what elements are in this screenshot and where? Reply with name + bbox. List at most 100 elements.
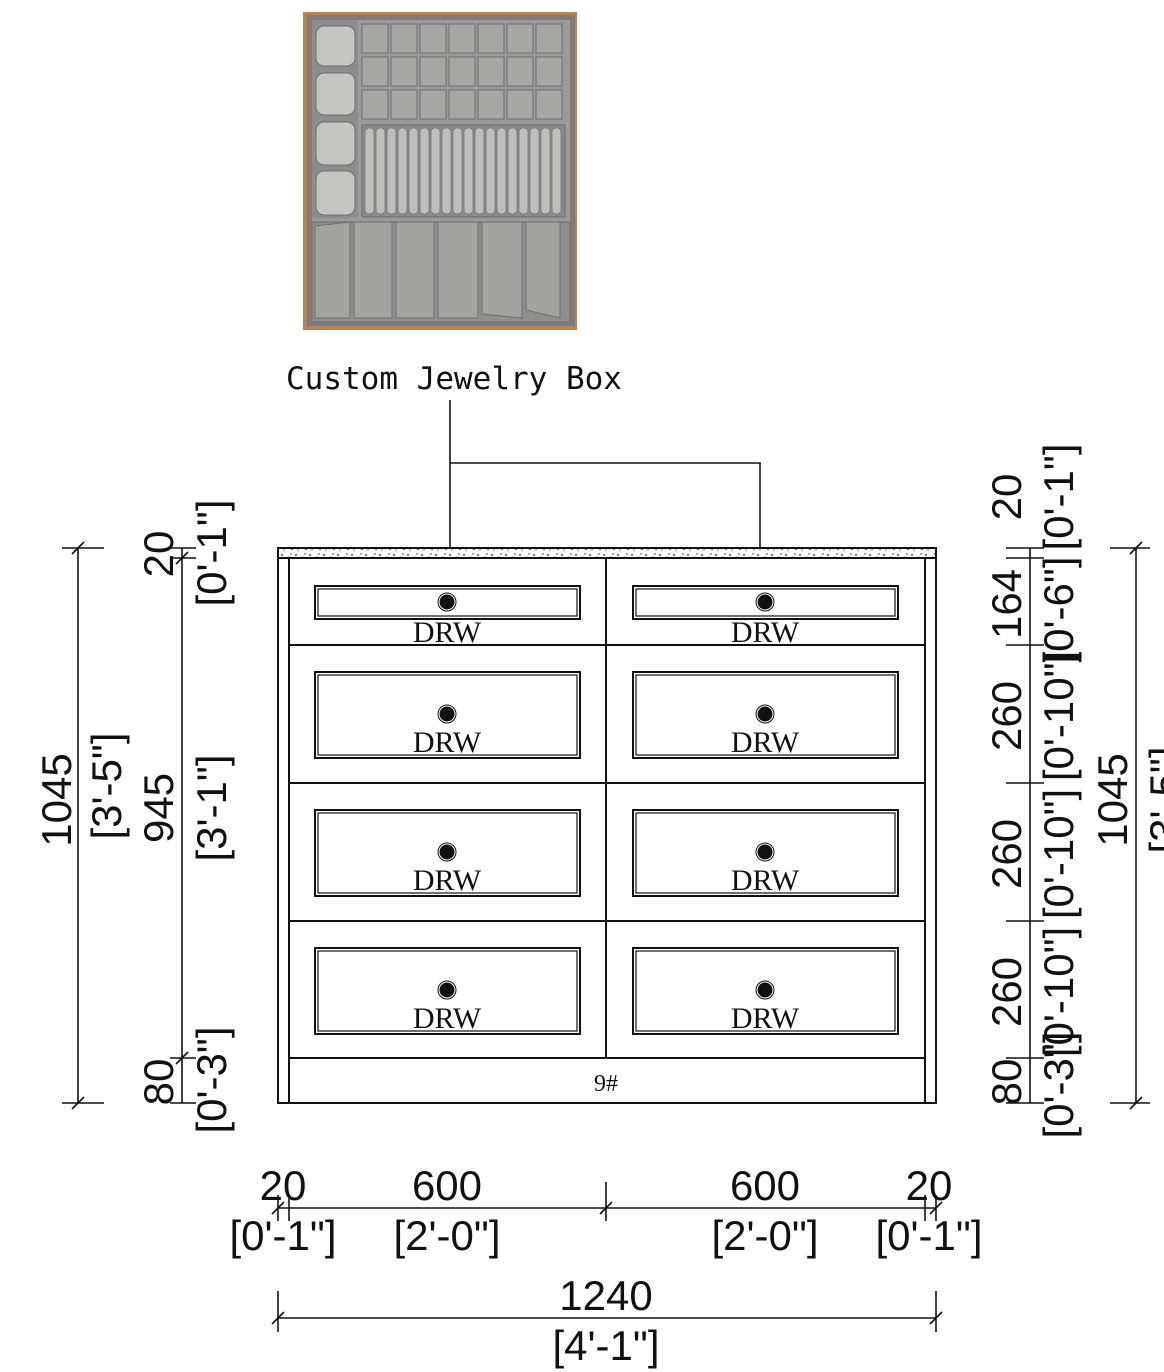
dim-left-bay-mm: 600: [412, 1162, 482, 1209]
dim-right-overall-ft: [3'-5"]: [1141, 747, 1164, 854]
photo-ring-roll: [452, 127, 463, 215]
drawer-knob-ring: [437, 980, 457, 1000]
dim-right-drawer3-ft: [0'-10"]: [1035, 789, 1082, 919]
photo-compartment: [390, 56, 418, 87]
bottom-dimension-text: 20 [0'-1"] 600 [2'-0"] 600 [2'-0"] 20 [0…: [230, 1162, 983, 1369]
dim-left-base-ft: [0'-3"]: [188, 1027, 235, 1134]
dim-overall-width-mm: 1240: [559, 1272, 652, 1319]
dim-left-top-mm: 20: [135, 531, 182, 578]
dim-right-base-ft: [0'-3"]: [1035, 1032, 1082, 1139]
photo-compartment: [419, 89, 447, 120]
dim-left-overall-ft: [3'-5"]: [83, 733, 130, 840]
drawer-panel: [317, 812, 578, 894]
dim-right-overall-mm: 1045: [1089, 753, 1136, 846]
drawer-knob: [757, 594, 773, 610]
drawer-label: DRW: [731, 726, 800, 759]
photo-compartment: [535, 56, 563, 87]
photo-compartment: [448, 89, 476, 120]
drawer-knob: [439, 706, 455, 722]
left-dimension-text: 1045 [3'-5"] 20 [0'-1"] 945 [3'-1"] 80 […: [33, 500, 235, 1134]
photo-compartment: [419, 56, 447, 87]
jewelry-box-photo: [303, 12, 577, 330]
dim-left-top-ft: [0'-1"]: [188, 500, 235, 607]
dim-overall-width-ft: [4'-1"]: [553, 1322, 660, 1369]
drawer-panel: [635, 812, 896, 894]
dim-right-bay-ft: [2'-0"]: [712, 1212, 819, 1259]
left-dimension-lines: [62, 541, 196, 1110]
photo-ring-roll: [496, 127, 507, 215]
kick-label: 9#: [594, 1071, 618, 1097]
photo-ring-roll: [463, 127, 474, 215]
photo-compartment: [361, 56, 389, 87]
dim-right-base-mm: 80: [983, 1059, 1030, 1106]
photo-compartment: [448, 23, 476, 54]
photo-ring-roll: [529, 127, 540, 215]
photo-ring-roll: [375, 127, 386, 215]
dim-right-drawer4-ft: [0'-10"]: [1035, 927, 1082, 1057]
drawer-panel: [317, 674, 578, 756]
callout-label: Custom Jewelry Box: [286, 361, 622, 397]
photo-compartment: [506, 23, 534, 54]
photo-compartment: [361, 23, 389, 54]
drawer-knob: [757, 982, 773, 998]
dim-right-drawer1-mm: 164: [983, 569, 1030, 639]
drawer-knob: [757, 706, 773, 722]
photo-compartment: [361, 89, 389, 120]
dim-right-drawer1-ft: [0'-6"]: [1035, 557, 1082, 664]
dim-right-top-ft: [0'-1"]: [1035, 444, 1082, 551]
drawer-knob-ring: [755, 592, 775, 612]
drawer-label: DRW: [731, 616, 800, 649]
dim-right-drawer2-ft: [0'-10"]: [1035, 651, 1082, 781]
drawer-label: DRW: [413, 1002, 482, 1035]
photo-ring-roll: [474, 127, 485, 215]
photo-compartment: [448, 56, 476, 87]
photo-ring-roll: [540, 127, 551, 215]
dim-left-body-ft: [3'-1"]: [188, 755, 235, 862]
drawer-label: DRW: [413, 616, 482, 649]
drawer-label: DRW: [413, 864, 482, 897]
photo-compartment: [535, 89, 563, 120]
photo-ring-roll: [485, 127, 496, 215]
drawer-label: DRW: [413, 726, 482, 759]
dim-left-body-mm: 945: [135, 773, 182, 843]
drawer-label: DRW: [731, 864, 800, 897]
dim-right-top-mm: 20: [983, 474, 1030, 521]
photo-ring-roll: [419, 127, 430, 215]
drawer-panel: [635, 588, 896, 617]
drawer-knob-ring: [755, 980, 775, 1000]
photo-ring-roll: [408, 127, 419, 215]
dim-left-side-ft: [0'-1"]: [230, 1212, 337, 1259]
photo-ring-roll: [430, 127, 441, 215]
dim-left-overall-mm: 1045: [33, 753, 80, 846]
drawer-panel: [635, 950, 896, 1032]
dim-right-side-ft: [0'-1"]: [876, 1212, 983, 1259]
right-dimension-lines: [1006, 541, 1150, 1110]
photo-compartment: [390, 89, 418, 120]
dim-right-drawer3-mm: 260: [983, 819, 1030, 889]
drawer-knob: [439, 982, 455, 998]
photo-ring-roll: [507, 127, 518, 215]
drawer-knob-ring: [755, 842, 775, 862]
drawer-knob-ring: [437, 592, 457, 612]
photo-compartment: [535, 23, 563, 54]
drawer-knob-ring: [437, 842, 457, 862]
photo-ring-roll: [551, 127, 562, 215]
drawer-knob-ring: [755, 704, 775, 724]
dim-right-side-mm: 20: [906, 1162, 953, 1209]
right-dimension-text: 20 [0'-1"] 164 [0'-6"] 260 [0'-10"] 260 …: [983, 444, 1164, 1139]
photo-compartment: [477, 89, 505, 120]
photo-compartment: [506, 56, 534, 87]
photo-compartment: [390, 23, 418, 54]
drawer-label: DRW: [731, 1002, 800, 1035]
drawer-panel: [317, 950, 578, 1032]
drawer-knob-ring: [437, 704, 457, 724]
drawer-knob: [439, 844, 455, 860]
dim-left-side-mm: 20: [260, 1162, 307, 1209]
countertop: [277, 547, 937, 559]
photo-ring-roll: [397, 127, 408, 215]
photo-ring-roll: [518, 127, 529, 215]
drawer-knob: [439, 594, 455, 610]
dim-right-drawer4-mm: 260: [983, 957, 1030, 1027]
photo-ring-roll: [386, 127, 397, 215]
